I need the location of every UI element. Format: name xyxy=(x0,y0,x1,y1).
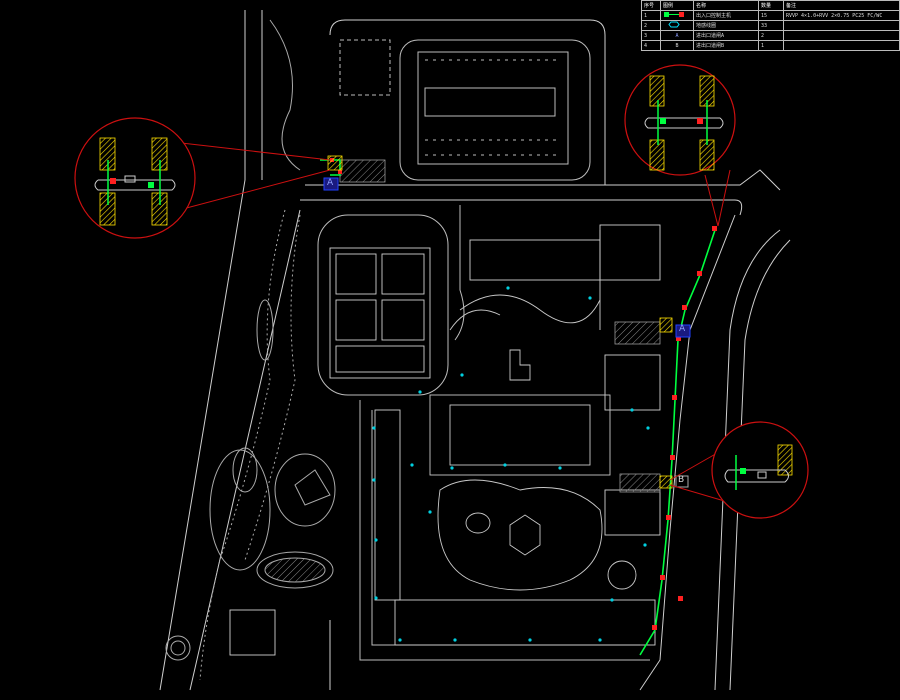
gate-marker-b xyxy=(675,475,689,488)
legend-qty: 15 xyxy=(758,10,784,21)
legend-row: 1 出入口控制主机 15 RVVP 4×1.0+RVV 2×0.75 PC25 … xyxy=(641,10,900,21)
legend-no: 1 xyxy=(641,10,661,21)
legend-name: 进出口道闸B xyxy=(693,40,759,51)
gate-label-a-right: A xyxy=(679,324,686,334)
legend-name: 进出口道闸A xyxy=(693,30,759,41)
gate-label-b: B xyxy=(678,475,685,485)
gate-zones xyxy=(339,159,661,493)
legend-no: 3 xyxy=(641,30,661,41)
legend-qty: 1 xyxy=(758,40,784,51)
legend-symbol-host-icon xyxy=(660,10,694,21)
equipment-legend: 序号 图例 名称 数量 备注 1 出入口控制主机 15 RVVP 4×1.0+R… xyxy=(641,0,900,51)
legend-note xyxy=(783,40,900,51)
legend-name: 出入口控制主机 xyxy=(693,10,759,21)
tree-markers xyxy=(372,286,650,642)
legend-note xyxy=(783,30,900,41)
gate-marker-a-right xyxy=(675,324,691,338)
legend-note: RVVP 4×1.0+RVV 2×0.75 PC25 FC/WC xyxy=(783,10,900,21)
landscape-strip xyxy=(165,19,336,681)
legend-no: 2 xyxy=(641,20,661,31)
legend-row: 4 B 进出口道闸B 1 xyxy=(641,40,900,51)
gate-equipment xyxy=(327,155,673,489)
legend-qty: 33 xyxy=(758,20,784,31)
detail-callout-left xyxy=(74,117,196,239)
legend-header-name: 名称 xyxy=(693,0,759,11)
central-courtyard xyxy=(429,294,637,591)
legend-note xyxy=(783,20,900,31)
legend-symbol-loop-icon xyxy=(660,20,694,31)
parking-structure xyxy=(339,39,591,181)
legend-header-no: 序号 xyxy=(641,0,661,11)
legend-header-row: 序号 图例 名称 数量 备注 xyxy=(641,0,900,11)
legend-no: 4 xyxy=(641,40,661,51)
legend-row: 2 地感线圈 33 xyxy=(641,20,900,31)
legend-row: 3 A 进出口道闸A 2 xyxy=(641,30,900,41)
legend-symbol-gate-b-icon: B xyxy=(660,40,694,51)
detail-callout-mid-right xyxy=(711,421,809,519)
gate-label-a-top: A xyxy=(327,178,334,188)
legend-symbol-gate-a-icon: A xyxy=(660,30,694,41)
cable-route xyxy=(320,159,716,656)
legend-name: 地感线圈 xyxy=(693,20,759,31)
legend-header-note: 备注 xyxy=(783,0,900,11)
legend-header-qty: 数量 xyxy=(758,0,784,11)
device-markers xyxy=(330,158,717,630)
detail-callout-top-right xyxy=(624,64,736,176)
legend-header-symbol: 图例 xyxy=(660,0,694,11)
gate-marker-a-top xyxy=(323,177,339,191)
site-outline xyxy=(159,10,791,691)
buildings xyxy=(229,224,661,656)
legend-qty: 2 xyxy=(758,30,784,41)
